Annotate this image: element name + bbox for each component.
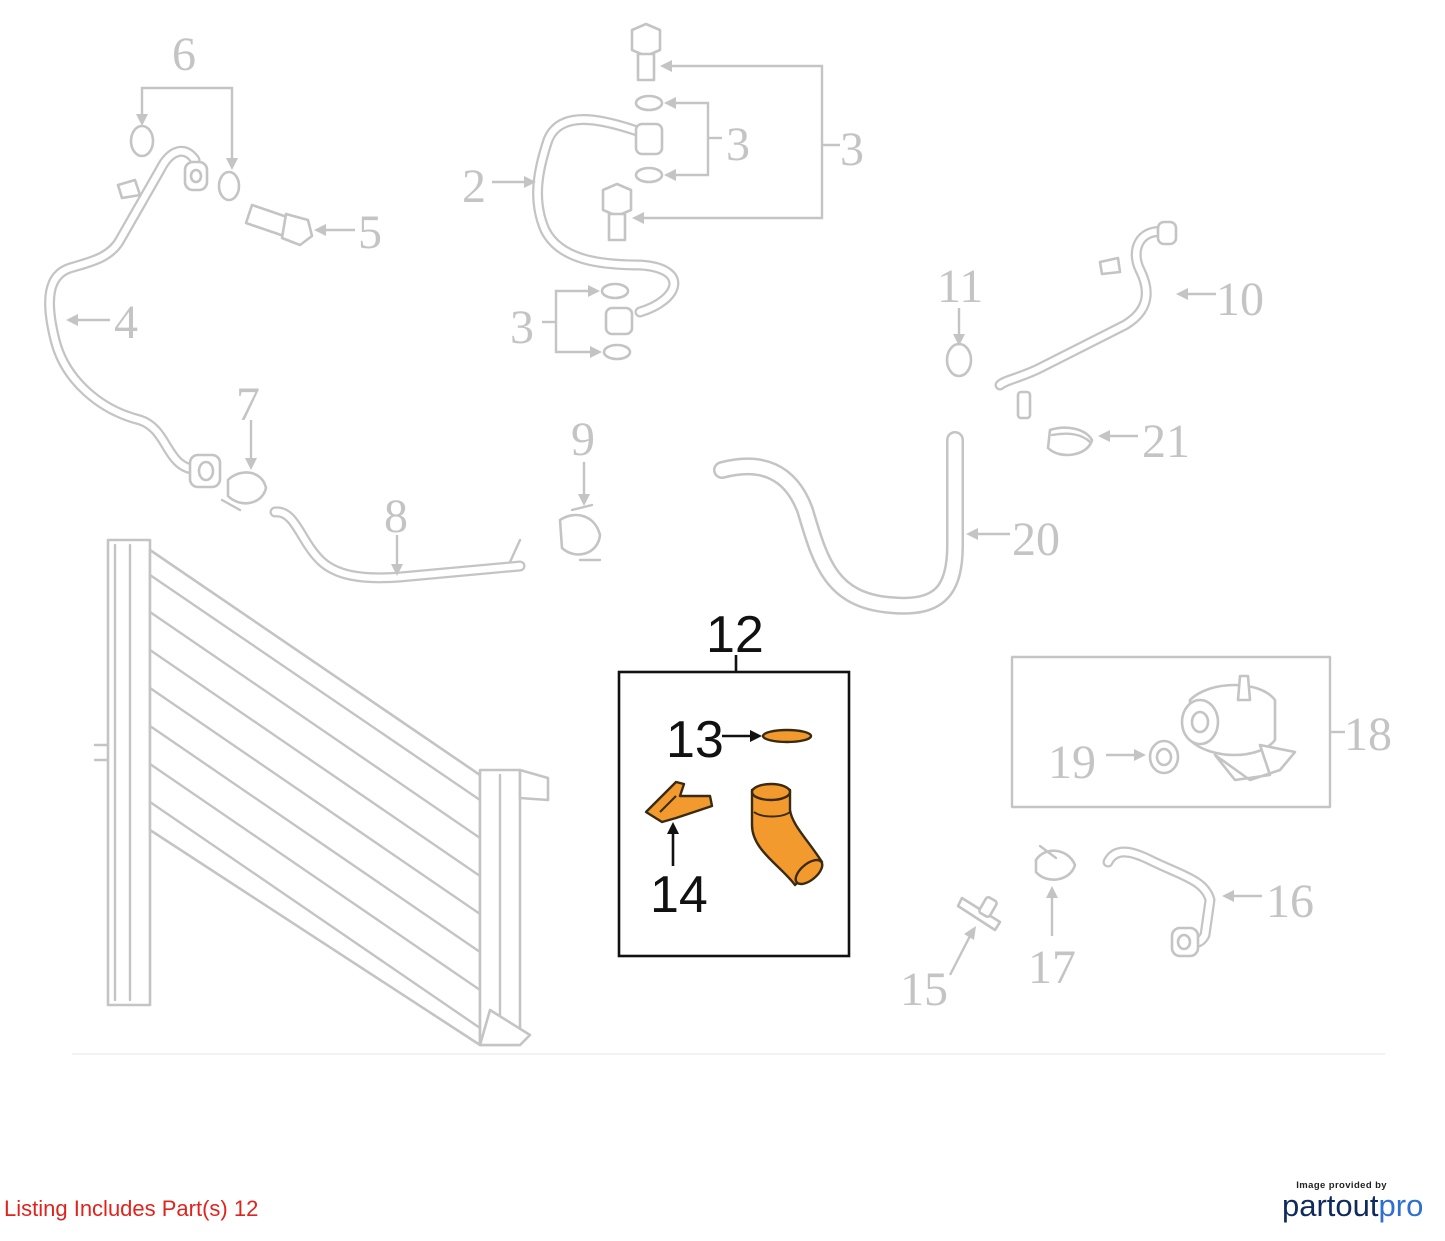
callout-13: 13 xyxy=(666,711,724,769)
callout-2: 3 xyxy=(840,123,864,176)
callout-15: 15 xyxy=(900,963,948,1016)
callout-12: 12 xyxy=(706,606,764,664)
callout-19: 19 xyxy=(1048,736,1096,789)
callout-11: 11 xyxy=(937,260,983,313)
callout-14: 14 xyxy=(650,866,708,924)
callout-9: 9 xyxy=(571,413,595,466)
partoutpro-logo: partoutpro xyxy=(1282,1189,1432,1223)
part-15-connector xyxy=(948,896,1002,976)
callout-10: 10 xyxy=(1216,273,1264,326)
callout-16: 16 xyxy=(1266,875,1314,928)
callout-18: 18 xyxy=(1344,708,1392,761)
callout-4-arrow xyxy=(66,314,110,326)
part-16-coolant-pipe xyxy=(1102,846,1262,958)
radiator xyxy=(93,538,550,1047)
part-4-coolant-pipe xyxy=(44,145,222,489)
part-2-bolts xyxy=(601,22,840,242)
callout-6: 6 xyxy=(172,28,196,81)
part-13-o-ring xyxy=(722,728,813,744)
callout-5: 5 xyxy=(358,206,382,259)
brand-part1: partout xyxy=(1282,1188,1379,1223)
callout-4: 4 xyxy=(114,296,138,349)
part-12-group xyxy=(617,655,851,958)
part-9-clamp xyxy=(558,462,602,562)
part-19-seal xyxy=(1106,739,1180,775)
callout-7: 7 xyxy=(236,378,260,431)
part-8-coolant-pipe xyxy=(269,506,526,584)
part-14-clip xyxy=(644,780,714,866)
part-3-lower-seals xyxy=(542,282,632,361)
part-1-coolant-pipe xyxy=(492,114,680,336)
callout-17: 17 xyxy=(1028,941,1076,994)
part-6-seals xyxy=(129,86,241,202)
part-10-coolant-pipe xyxy=(994,220,1216,420)
callout-8: 8 xyxy=(384,490,408,543)
callout-21: 21 xyxy=(1142,415,1190,468)
part-12-hose-elbow xyxy=(750,782,824,887)
listing-note: Listing Includes Part(s) 12 xyxy=(4,1196,259,1221)
part-5-bolt xyxy=(244,203,355,247)
part-18-group xyxy=(1010,655,1345,809)
callout-1: 2 xyxy=(462,160,486,213)
part-20-radiator-hose xyxy=(713,431,1010,615)
part-3-upper-seals xyxy=(634,94,722,184)
callout-3-lower: 3 xyxy=(510,301,534,354)
callout-3-upper: 3 xyxy=(726,118,750,171)
part-11-seal xyxy=(945,308,973,378)
image-credit: Image provided by partoutpro xyxy=(1282,1180,1432,1223)
brand-part2: pro xyxy=(1378,1188,1424,1223)
part-7-clamp xyxy=(220,420,268,512)
part-21-clamp xyxy=(1046,426,1138,457)
part-17-clamp xyxy=(1034,844,1077,936)
credit-caption: Image provided by xyxy=(1296,1180,1387,1191)
callout-20: 20 xyxy=(1012,513,1060,566)
